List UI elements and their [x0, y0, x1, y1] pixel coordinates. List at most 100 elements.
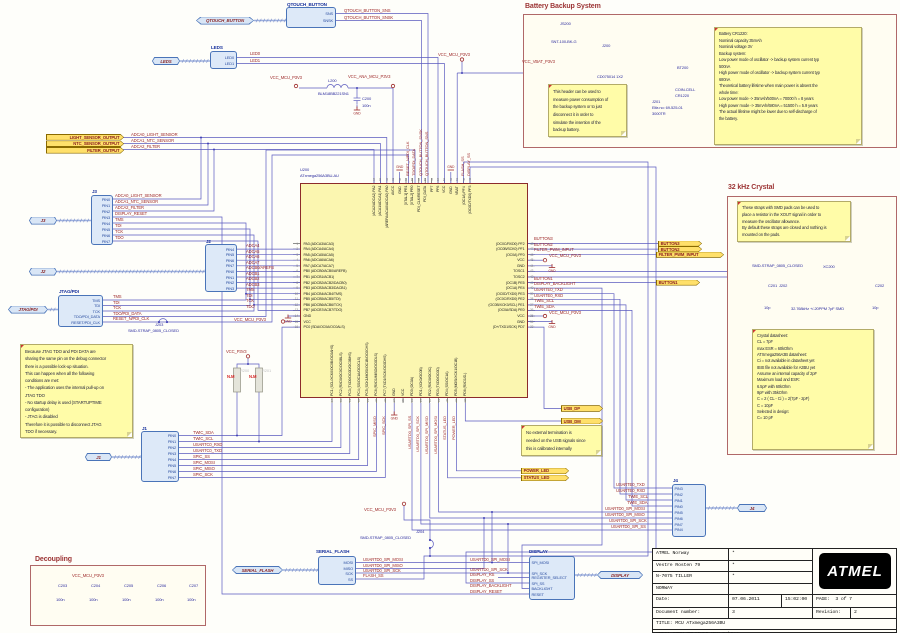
pin-name: PDI_DATA — [423, 186, 428, 203]
sheet-symbol-serial-flash[interactable] — [318, 556, 356, 585]
mcu-u200[interactable] — [300, 183, 528, 398]
designator-label: J203 — [155, 322, 164, 327]
pin-name: VCC — [400, 388, 405, 396]
pin-number: 29 — [436, 399, 441, 403]
pin-number: 5 — [296, 263, 298, 268]
designator-label: C202 — [875, 283, 885, 288]
sheet-symbol-j2[interactable] — [205, 244, 237, 292]
port-display[interactable]: DISPLAY — [597, 571, 643, 579]
designator-label: C200 — [362, 95, 372, 101]
port-qtouch-button[interactable]: QTOUCH_BUTTON — [196, 16, 254, 25]
pin-number: 6 — [296, 269, 298, 274]
port-j1[interactable]: J1 — [85, 453, 112, 461]
net-label: USARTE0_RXD — [534, 292, 564, 298]
net-label-vertical: STATUS_LED — [442, 416, 447, 440]
sheet-symbol-j4[interactable] — [672, 483, 706, 537]
net-label-vertical: QTOUCH_BUTTON_SNSK — [417, 129, 423, 176]
sheet-pin-pin4: PIN4 — [101, 220, 110, 226]
note-line: By default these straps are closed and n… — [742, 225, 827, 231]
sheet-pin-backlight: BACKLIGHT — [531, 586, 553, 592]
sheet-symbol-leds[interactable] — [210, 51, 237, 69]
sheet-pin-tck: TCK — [92, 308, 101, 314]
net-flag-label: STATUS_LED — [522, 475, 569, 480]
sheet-pin-spi-ss: SPI_SS — [531, 580, 545, 586]
sheet-pin-pin1: PIN1 — [225, 274, 234, 280]
pin-name: (AREFA/ACA0/ADCA0) PA0 — [384, 186, 389, 229]
tb-star1: * — [729, 549, 813, 561]
pin-number: 52 — [448, 177, 453, 181]
note-line: - JTAG is disabled — [25, 414, 58, 420]
port-j4[interactable]: J4 — [737, 504, 767, 512]
note-line: max ESR = 60kOhm — [757, 345, 793, 351]
not-mounted-label: N.M — [227, 373, 235, 379]
designator-label: 32.768kHz +/-20PPM 7pF SMD — [791, 305, 845, 311]
designator-label: CD075014 1X2 — [597, 74, 623, 79]
note-line: High power mode -> 35mAh/680nA = 51500 h… — [719, 102, 818, 108]
port-j3[interactable]: J3 — [29, 216, 57, 225]
net-flag-filter-pwm-input: FILTER_PWM_INPUT — [656, 252, 724, 258]
pin-number: 3 — [296, 252, 298, 257]
note-line: measure the oscillator allowance. — [742, 218, 800, 224]
net-label: FLASH_SS — [363, 573, 384, 578]
net-label-vertical: SPIC_MISO — [372, 416, 377, 437]
port-leds[interactable]: LEDS — [152, 57, 180, 65]
net-label: VCC_ANA_MCU_P3V3 — [348, 74, 391, 79]
pin-name: PC5 (SCK1/MOSI/OC1B/OC0CHS) — [365, 342, 370, 396]
net-label: DISPLAY_RS — [470, 572, 495, 577]
pin-name: PC0 (SDA/OC0A/OC0ALS) — [303, 325, 345, 330]
pin-name: (OC0B/XCK0/SCL) PE1 — [488, 302, 525, 307]
net-label-vertical: USARTD0_SPI_MISO — [424, 416, 430, 454]
port-serial-flash[interactable]: SERIAL_FLASH — [232, 566, 283, 574]
sheet-pin-pin6: PIN6 — [167, 469, 176, 475]
sheet-symbol-jtag-pdi[interactable] — [58, 294, 103, 327]
net-label-vertical: FLASH_SS — [459, 156, 465, 177]
net-label: DISPLAY_BACKLIGHT — [470, 583, 512, 588]
pin-number: 41 — [530, 280, 534, 285]
sheet-symbol-j1[interactable] — [141, 430, 179, 482]
note-line: simulate the insertion of the — [553, 119, 601, 125]
pin-name: PB6 (ADCB6/ACB6/TCK) — [303, 302, 342, 307]
net-label-vertical: USARTD0_SPI_MOSI — [433, 416, 439, 454]
note-line: Crystal datasheet: — [757, 333, 788, 338]
pin-name: GND — [397, 186, 402, 194]
net-flag-filter-output: FILTER_OUTPUT — [46, 147, 124, 154]
sheet-symbol-title: JTAG/PDI — [59, 288, 79, 294]
sheet-pin-ss: SS — [348, 576, 353, 582]
designator-label: 10p — [872, 305, 879, 310]
pin-number: 23 — [383, 399, 388, 403]
net-label-vertical: DISPLAY_SS — [466, 153, 471, 176]
note: These straps with SMD pads can be used t… — [737, 201, 851, 242]
pin-number: 35 — [530, 314, 534, 319]
port-jtag-pdi[interactable]: JTAG/PDI — [8, 305, 48, 314]
designator-label: SMD-STRAP_0805_CLOSED — [128, 327, 179, 333]
pin-name: PD2 (RXD0/OC0C) — [427, 366, 432, 396]
note-line: C= 10 pF — [757, 415, 773, 421]
sheet-pin-miso: MISO — [343, 566, 354, 572]
pin-name: PF6 — [435, 186, 440, 193]
sheet-symbol-j3[interactable] — [91, 195, 113, 245]
net-label: USARTC0_TXD — [193, 447, 222, 453]
tb-date: 07.06.2011 — [729, 594, 782, 608]
svg-text:GND: GND — [548, 269, 556, 273]
sheet-symbol-title: QTOUCH_BUTTON — [287, 1, 327, 7]
net-label: VCC_MCU_P3V3 — [438, 51, 470, 57]
designator-label: SMD-STRAP_0805_CLOSED — [752, 262, 803, 268]
note-line: 500nA — [719, 63, 731, 69]
designator-label: L200 — [328, 78, 337, 83]
pin-name: (OC1A) PF4 — [461, 186, 466, 205]
pin-number: 61 — [391, 177, 396, 181]
port-j2[interactable]: J2 — [29, 267, 57, 276]
sheet-symbol-qtouch-button[interactable] — [286, 7, 336, 28]
note-line: Assume an internal capacity of 2pF — [757, 370, 817, 376]
pin-name: (OC0C/RXD0) PE2 — [495, 297, 525, 302]
note-line: Backup system: — [719, 50, 747, 56]
net-flag-button1: BUTTON1 — [656, 280, 700, 286]
pin-name: PB5 (ADCB5/ACB5/TDI) — [303, 297, 341, 302]
pin-name: PB1 (ADCB1/ACB1) — [303, 274, 335, 279]
sheet-pin-pin3: PIN3 — [167, 451, 176, 457]
net-label: ADCA7 — [246, 259, 260, 265]
sheet-symbol-display[interactable] — [529, 556, 575, 600]
net-label: ADCA2_FILTER — [115, 205, 144, 210]
designator-label: 100n — [187, 596, 196, 602]
